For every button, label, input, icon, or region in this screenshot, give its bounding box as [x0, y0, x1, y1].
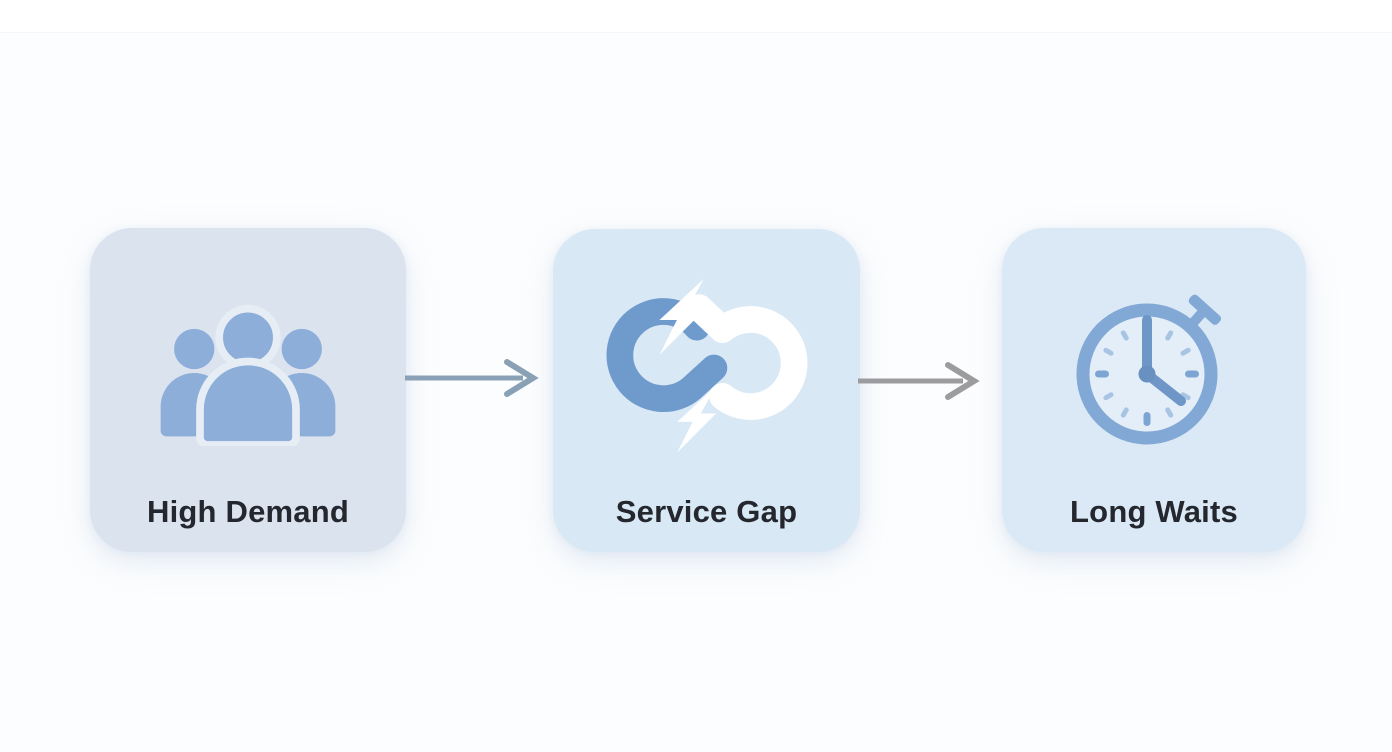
icon-wrap: [90, 300, 406, 446]
icon-wrap: [1002, 282, 1306, 460]
top-band: [0, 0, 1392, 33]
broken-link-lightning-icon: [606, 278, 807, 453]
people-group-icon: [160, 304, 336, 446]
icon-wrap: [553, 265, 860, 465]
arrow-right-icon: [405, 359, 539, 397]
stopwatch-icon: [1076, 294, 1222, 445]
arrow-right-icon: [858, 362, 980, 400]
step-label: High Demand: [147, 494, 349, 529]
step-label: Long Waits: [1070, 494, 1238, 529]
step-card-long-waits: Long Waits: [1002, 228, 1306, 552]
step-label: Service Gap: [615, 494, 798, 529]
step-card-service-gap: Service Gap: [553, 229, 860, 552]
step-card-high-demand: High Demand: [90, 228, 406, 552]
